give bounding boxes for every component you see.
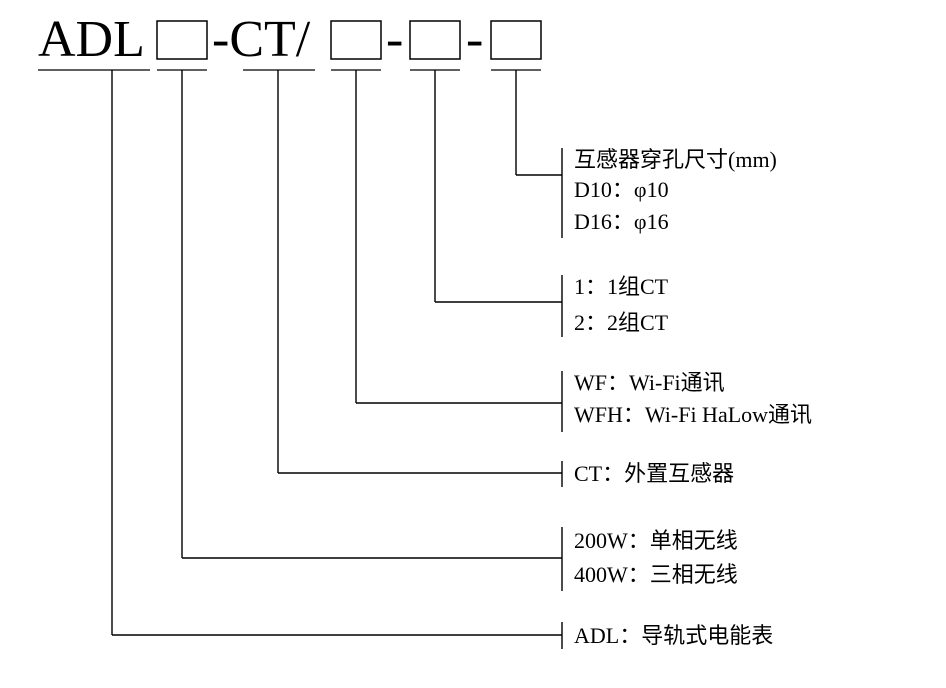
size-option-d10: D10：φ10 <box>574 177 669 202</box>
size-option-d16: D16：φ16 <box>574 209 669 234</box>
ct-count-option-2: 2：2组CT <box>574 310 669 335</box>
placeholder-box-ct-count <box>409 20 461 60</box>
ct-count-option-1: 1：1组CT <box>574 274 669 299</box>
comm-option-wf: WF：Wi-Fi通讯 <box>574 370 725 395</box>
code-dash-2: - <box>466 11 483 68</box>
placeholder-box-power <box>156 20 208 60</box>
code-dash-1: - <box>386 11 403 68</box>
code-mid: -CT/ <box>212 11 311 68</box>
code-prefix: ADL <box>38 11 145 68</box>
power-option-200w: 200W：单相无线 <box>574 528 738 553</box>
model-option-adl: ADL：导轨式电能表 <box>574 623 773 648</box>
ct-option: CT：外置互感器 <box>574 461 734 486</box>
power-option-400w: 400W：三相无线 <box>574 562 738 587</box>
comm-option-wfh: WFH：Wi-Fi HaLow通讯 <box>574 402 812 427</box>
size-title: 互感器穿孔尺寸(mm) <box>574 147 777 172</box>
placeholder-box-size <box>490 20 542 60</box>
connector-lines <box>111 70 563 649</box>
placeholder-box-comm <box>330 20 382 60</box>
